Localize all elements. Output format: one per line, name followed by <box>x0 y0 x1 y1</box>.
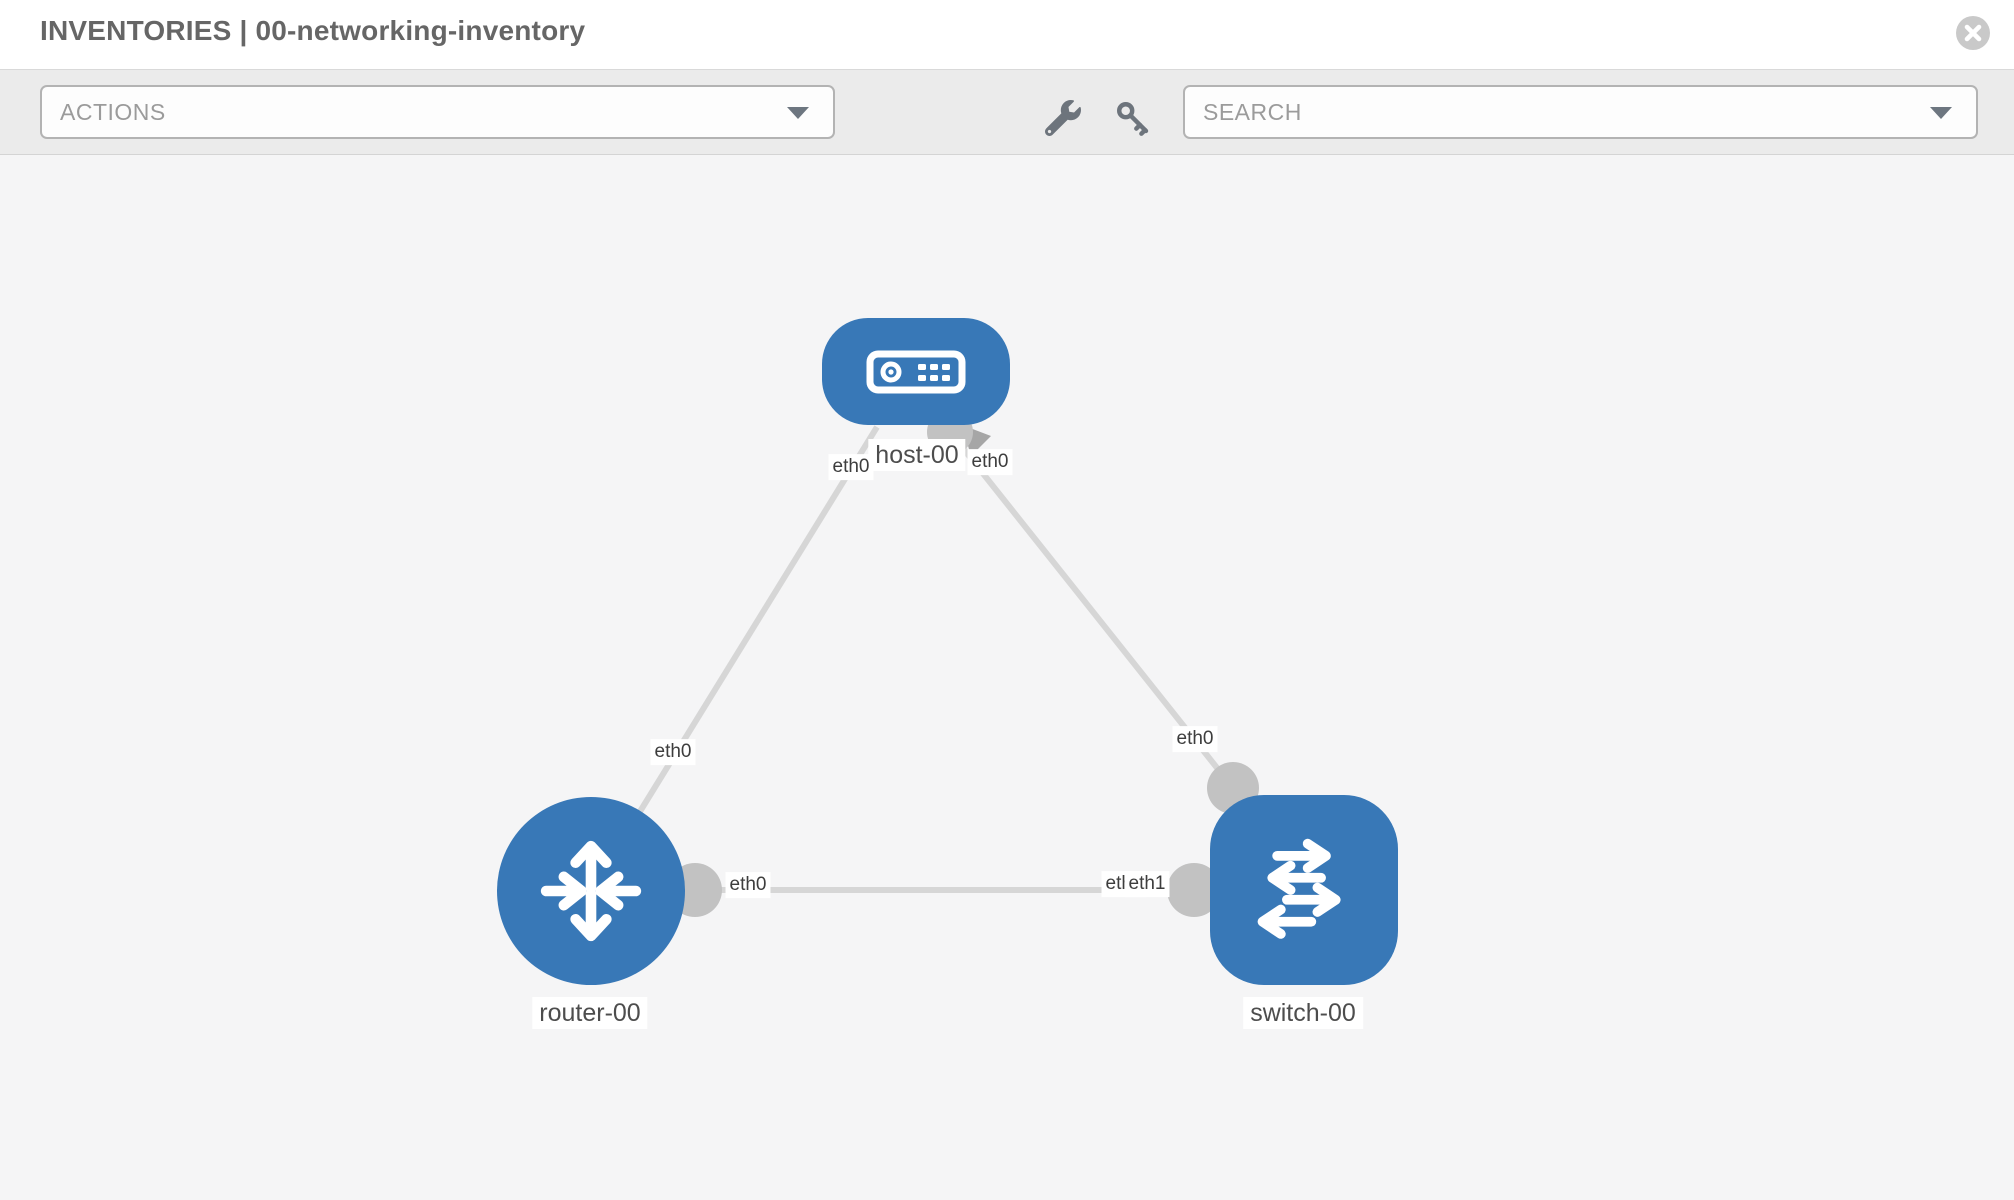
toolbar: ACTIONS SEARCH <box>0 70 2014 155</box>
interface-label: eth0 <box>828 454 874 480</box>
page-title: INVENTORIES | 00-networking-inventory <box>40 15 586 46</box>
wrench-icon <box>1045 100 1081 136</box>
wrench-button[interactable] <box>1041 98 1085 138</box>
chevron-down-icon <box>787 107 809 119</box>
node-label-switch: switch-00 <box>1243 997 1363 1029</box>
key-button[interactable] <box>1111 98 1155 138</box>
node-label-host: host-00 <box>868 439 966 471</box>
node-router-00[interactable] <box>497 797 685 985</box>
router-icon <box>540 840 642 942</box>
page-header: INVENTORIES | 00-networking-inventory <box>0 0 2014 70</box>
interface-label: eth0 <box>650 739 696 765</box>
close-button[interactable] <box>1956 16 1990 50</box>
interface-label: eth0 <box>725 872 771 898</box>
topology-canvas[interactable]: host-00 router-00 switch-00 eth0 eth0 et… <box>0 155 2014 1200</box>
search-dropdown[interactable]: SEARCH <box>1183 85 1978 139</box>
actions-dropdown-label: ACTIONS <box>60 98 166 125</box>
node-switch-00[interactable] <box>1210 795 1398 985</box>
key-icon <box>1117 102 1149 136</box>
interface-label: eth0 <box>1172 726 1218 752</box>
node-host-00[interactable] <box>822 318 1010 425</box>
interface-label: eth1 <box>1124 871 1170 897</box>
node-label-router: router-00 <box>532 997 648 1029</box>
actions-dropdown[interactable]: ACTIONS <box>40 85 835 139</box>
host-icon <box>866 350 966 393</box>
chevron-down-icon <box>1930 107 1952 119</box>
interface-label: eth0 <box>967 449 1013 475</box>
close-icon <box>1964 24 1982 42</box>
topology-links <box>588 425 1303 893</box>
switch-icon <box>1257 838 1341 939</box>
search-dropdown-label: SEARCH <box>1203 98 1302 125</box>
